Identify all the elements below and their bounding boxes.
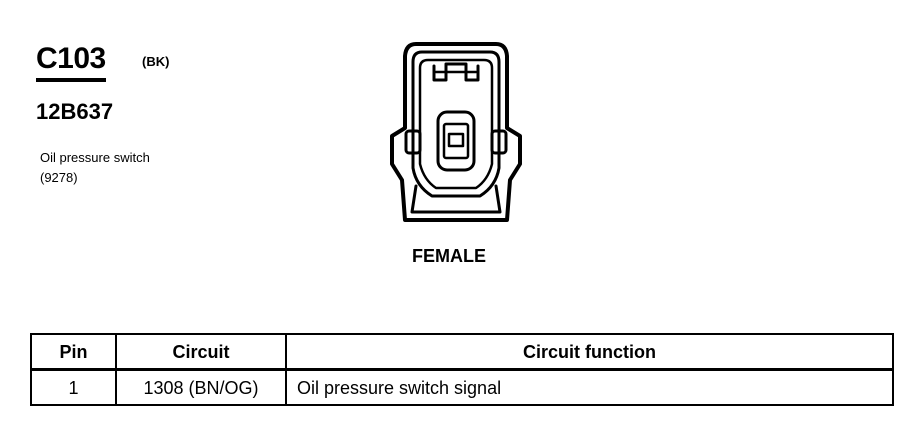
side-latch-right bbox=[490, 129, 508, 155]
connector-color: (BK) bbox=[142, 54, 170, 69]
component-name: Oil pressure switch bbox=[40, 150, 150, 165]
connector-inner-rim bbox=[418, 58, 494, 190]
connector-gender-label: FEMALE bbox=[412, 246, 486, 266]
side-latch-left bbox=[404, 129, 422, 155]
circuit-number: 1308 (BN/OG) bbox=[115, 368, 287, 406]
circuit-function: Oil pressure switch signal bbox=[285, 368, 894, 406]
table-row: 1 1308 (BN/OG) Oil pressure switch signa… bbox=[30, 368, 894, 406]
connector-skirt bbox=[410, 184, 502, 214]
pin-cavity-outer bbox=[436, 110, 476, 172]
connector-inner-shell bbox=[411, 50, 501, 198]
circuit-column-header: Circuit bbox=[115, 333, 287, 371]
connector-outer-shell bbox=[390, 42, 522, 222]
locking-tab bbox=[432, 62, 480, 82]
pin-column-header: Pin bbox=[30, 333, 117, 371]
pin-table-header-row: Pin Circuit Circuit function bbox=[30, 333, 894, 371]
part-number: 12B637 bbox=[36, 99, 114, 124]
function-column-header: Circuit function bbox=[285, 333, 894, 371]
component-code: (9278) bbox=[40, 170, 78, 185]
connector-id: C103 bbox=[36, 42, 106, 82]
pin-cavity-frame bbox=[442, 122, 470, 160]
connector-face-drawing bbox=[390, 42, 522, 222]
pin-number: 1 bbox=[30, 368, 117, 406]
pin-table: Pin Circuit Circuit function 1 1308 (BN/… bbox=[30, 333, 894, 406]
pin-terminal bbox=[447, 132, 465, 148]
